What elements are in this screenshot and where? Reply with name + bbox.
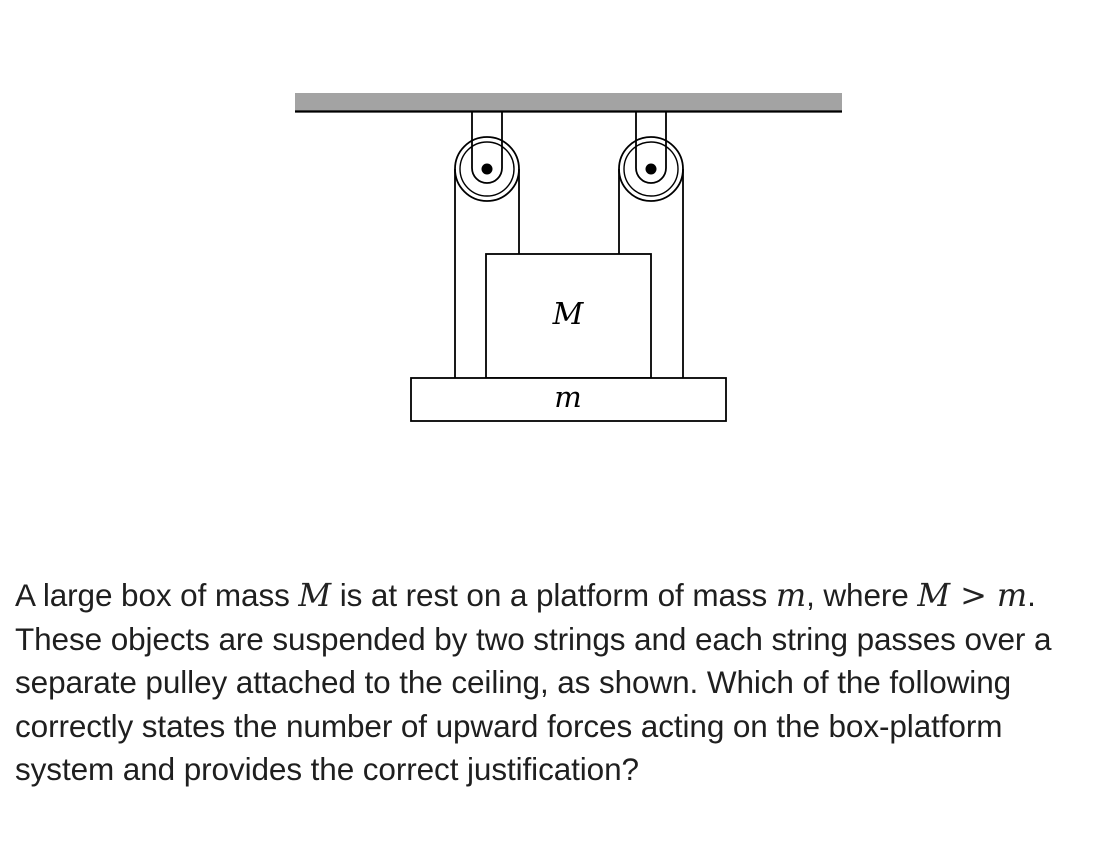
mass-box-symbol: M xyxy=(298,576,332,614)
question-part-2: is at rest on a platform of mass xyxy=(331,577,776,613)
platform-label: m xyxy=(554,380,582,414)
right-pulley-bracket xyxy=(635,111,667,184)
question-part-4: . These objects are suspended by two str… xyxy=(15,577,1052,787)
question-text: A large box of mass M is at rest on a pl… xyxy=(15,574,1107,792)
right-pulley-rim xyxy=(623,141,679,197)
left-pulley-axle xyxy=(481,163,493,175)
platform-m xyxy=(410,377,727,422)
left-pulley-bracket xyxy=(471,111,503,184)
question-part-1: A large box of mass xyxy=(15,577,299,613)
right-pulley-axle xyxy=(645,163,657,175)
left-pulley-rim xyxy=(459,141,515,197)
mass-relation: M > m xyxy=(917,576,1028,614)
ceiling xyxy=(295,93,842,111)
strings xyxy=(454,169,684,378)
left-pulley xyxy=(454,111,520,202)
box-label: M xyxy=(552,297,585,332)
question-part-3: , where xyxy=(806,577,918,613)
mass-platform-symbol: m xyxy=(775,576,807,614)
box-M xyxy=(485,253,652,379)
pulley-diagram: M m xyxy=(295,93,842,422)
right-pulley xyxy=(618,111,684,202)
